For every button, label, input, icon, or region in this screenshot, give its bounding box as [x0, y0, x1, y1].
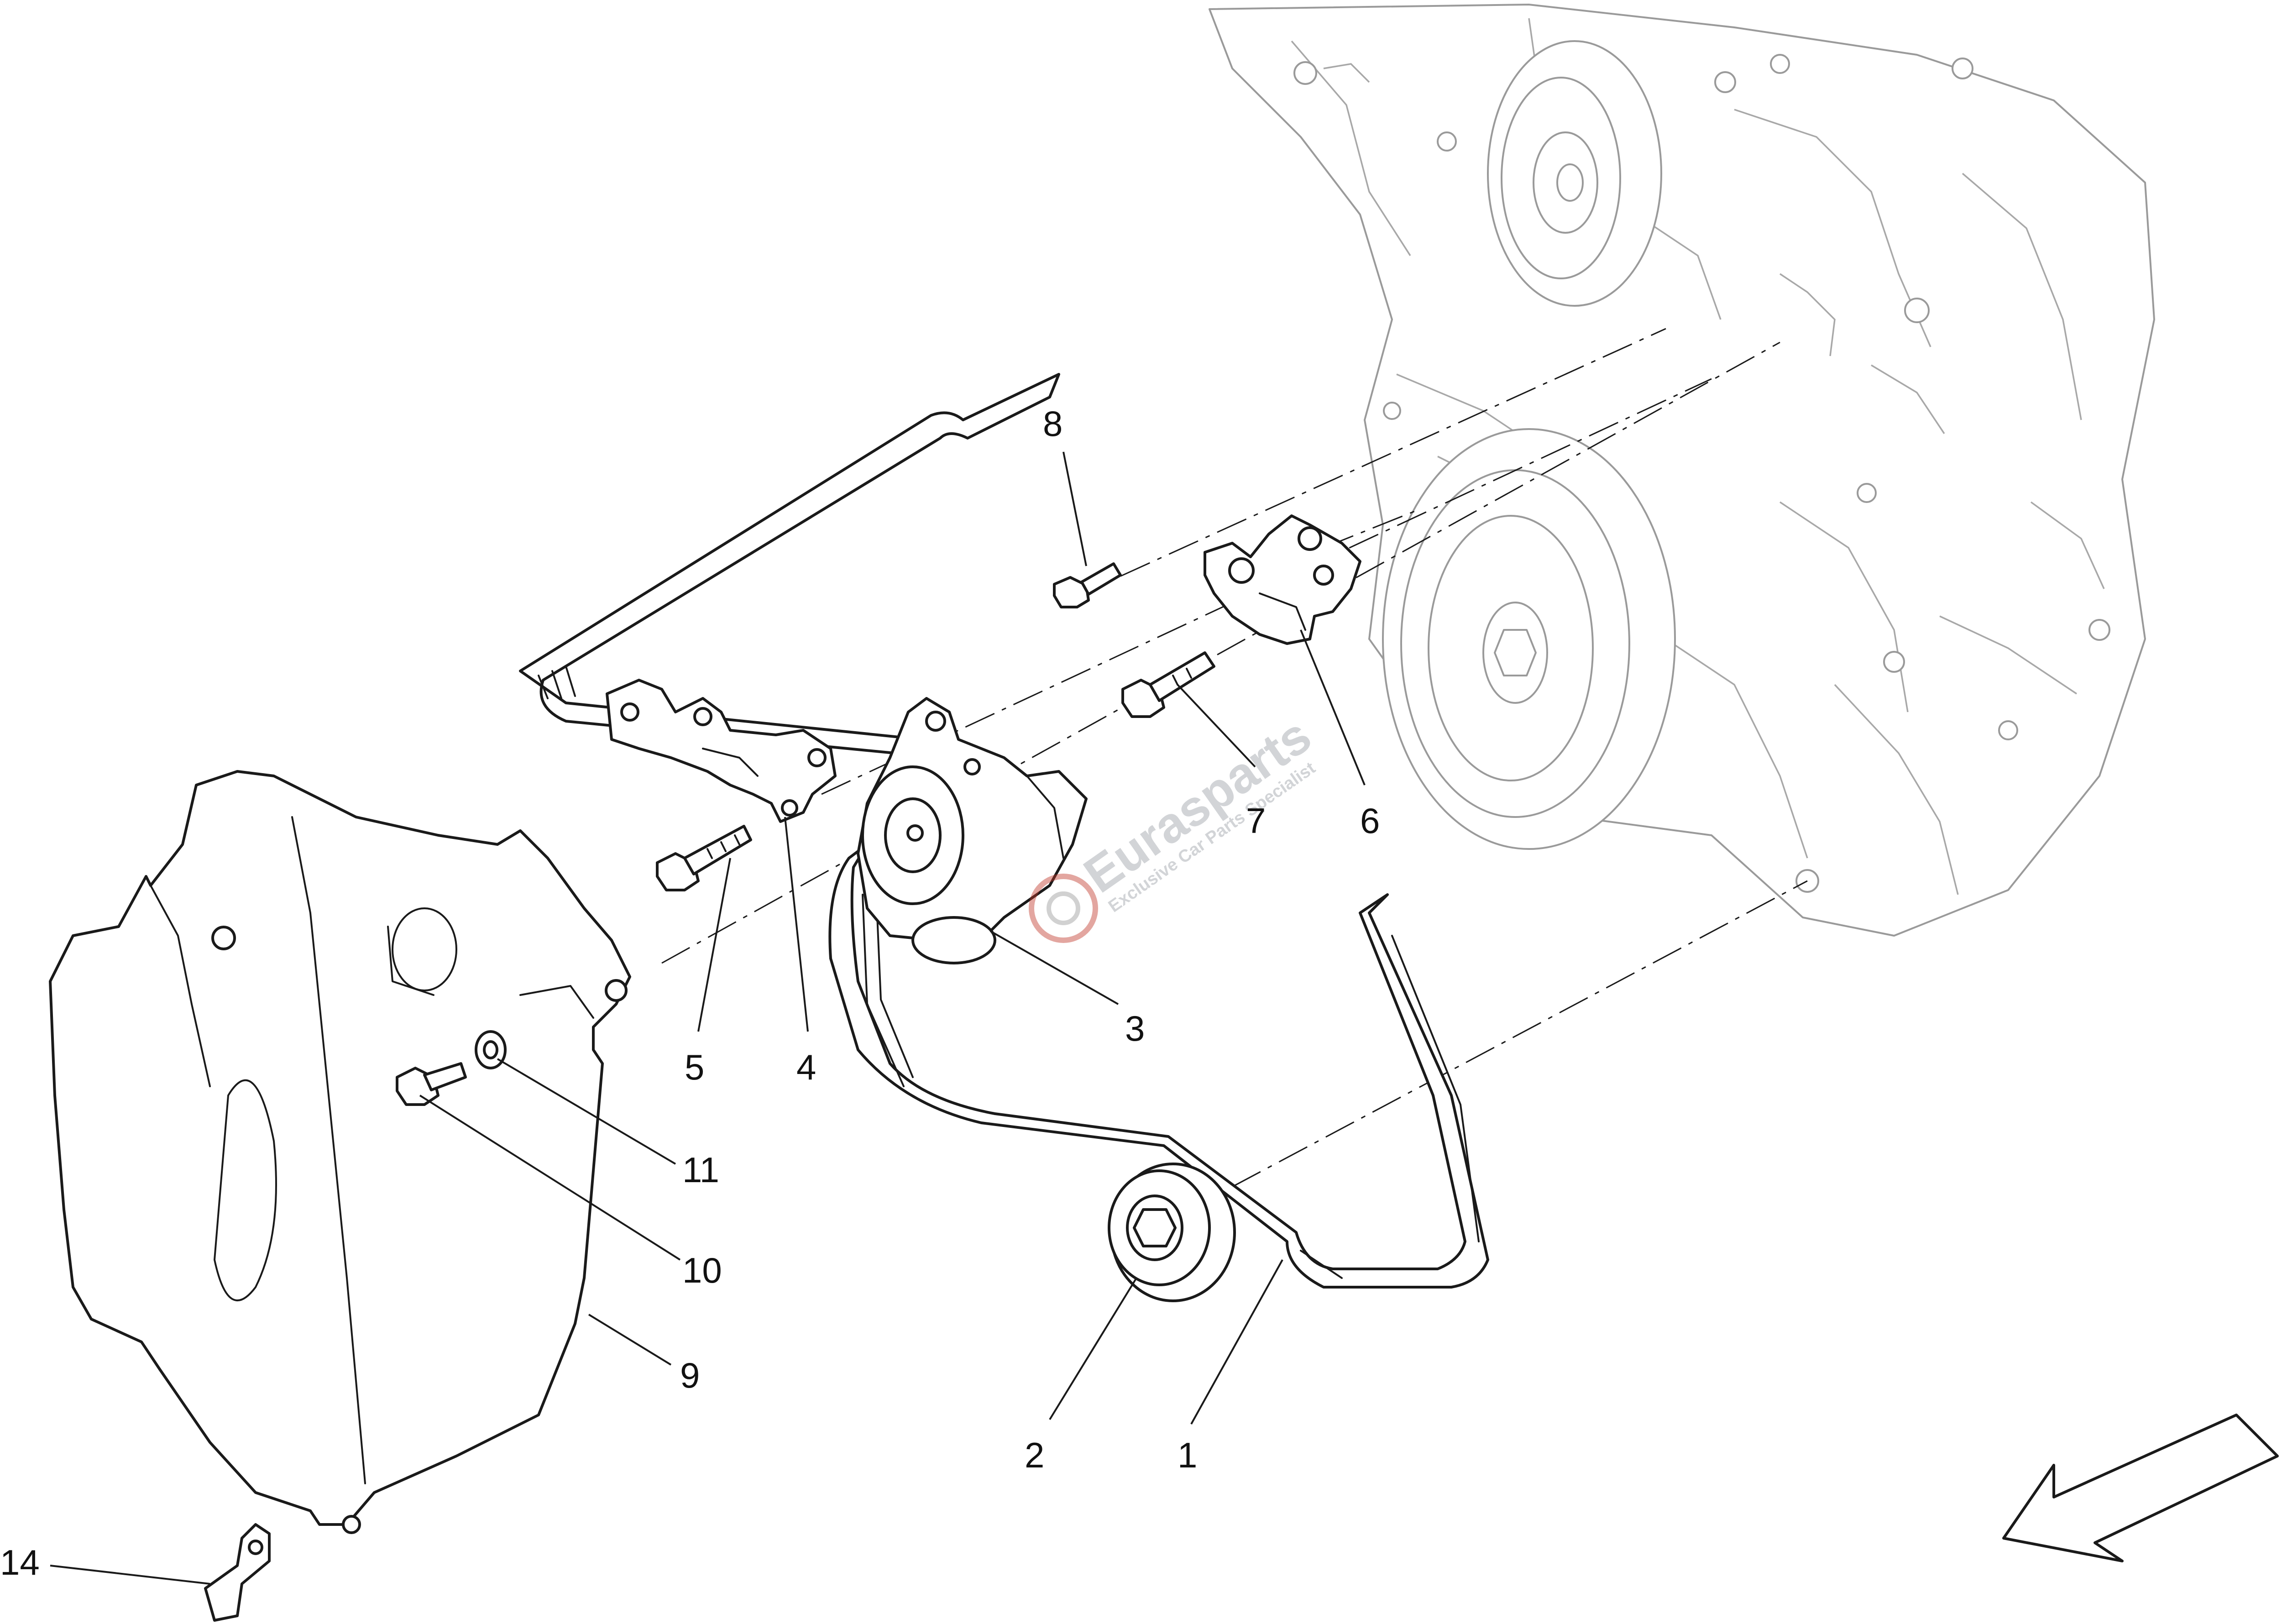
bolt-7	[1121, 651, 1215, 718]
callout-4: 4	[796, 1047, 816, 1087]
idler-pulley	[1108, 1163, 1236, 1302]
callout-5: 5	[685, 1047, 704, 1087]
belt-tensioner	[857, 697, 1088, 964]
mount-bracket	[1204, 514, 1361, 645]
direction-arrow	[2002, 1414, 2279, 1562]
bolt-5	[656, 825, 752, 891]
drive-belt	[519, 373, 1489, 1289]
leader-lines	[50, 451, 1366, 1585]
callout-1: 1	[1178, 1435, 1197, 1475]
bolt-10	[396, 1062, 467, 1106]
callout-10: 10	[682, 1250, 722, 1290]
belt-cover	[49, 770, 631, 1534]
callout-11: 11	[682, 1150, 719, 1190]
callout-9: 9	[680, 1355, 700, 1395]
callout-2: 2	[1025, 1435, 1044, 1475]
callout-6: 6	[1360, 801, 1380, 841]
callout-labels: 1 2 3 4 5 6 7 8 9 10 11 14	[0, 403, 1380, 1582]
callout-3: 3	[1125, 1008, 1145, 1048]
bolt-8	[1053, 562, 1122, 608]
engine-block	[1209, 4, 2155, 937]
callout-7: 7	[1246, 801, 1266, 841]
watermark-logo-icon	[1029, 874, 1098, 943]
callout-14: 14	[0, 1542, 40, 1582]
clip-14	[204, 1523, 271, 1622]
bracket	[606, 679, 837, 823]
washer-11	[475, 1030, 507, 1069]
watermark-brand: Eurasparts	[1074, 707, 1321, 903]
callout-8: 8	[1043, 403, 1062, 444]
